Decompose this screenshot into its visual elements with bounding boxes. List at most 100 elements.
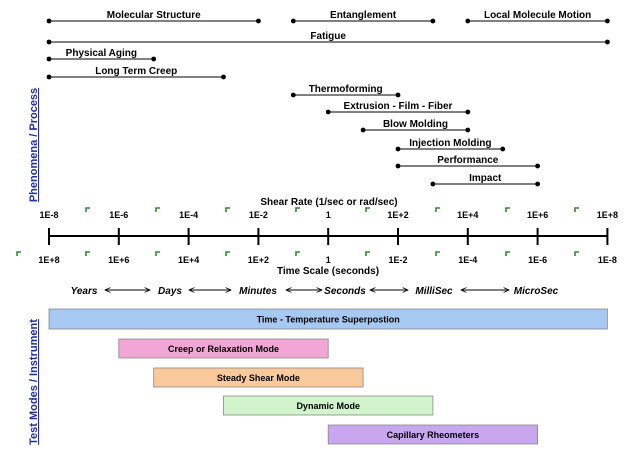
mode-capillary-rheometers-bar [327, 424, 539, 445]
side-label-phenomena: Phenomena / Process [28, 88, 40, 202]
phenomenon-injection-molding-label: Injection Molding [409, 138, 491, 149]
phenomenon-fatigue-start-dot [46, 39, 52, 45]
time-tick-label: 1E-8 [598, 255, 617, 265]
time-unit-days: Days [158, 286, 182, 297]
tick-marker [505, 207, 510, 212]
time-tick-label: 1E-6 [528, 255, 547, 265]
phenomenon-performance-label: Performance [437, 155, 499, 166]
tick-marker [295, 251, 300, 256]
tick-marker [295, 207, 300, 212]
phenomenon-entanglement-start-dot [290, 18, 296, 24]
phenomenon-performance-start-dot [395, 163, 401, 169]
phenomenon-injection-molding-start-dot [395, 146, 401, 152]
phenomenon-impact-label: Impact [469, 173, 502, 184]
time-units: Years Days Minutes Seconds MilliSec MicroSec [71, 286, 559, 297]
phenomenon-blow-molding-label: Blow Molding [383, 119, 448, 130]
phenomenon-molecular-structure-label: Molecular Structure [107, 10, 201, 21]
tick-markers [16, 207, 579, 256]
phenomenon-physical-aging-end-dot [151, 56, 157, 62]
phenomenon-local-molecule-motion-start-dot [465, 18, 471, 24]
mode-dynamic-mode-label: Dynamic Mode [296, 401, 360, 411]
tick-marker [505, 251, 510, 256]
tick-marker [225, 251, 230, 256]
time-tick-label: 1E+4 [178, 255, 199, 265]
phenomenon-fatigue-label: Fatigue [310, 31, 346, 42]
phenomenon-performance-end-dot [535, 163, 540, 169]
mode-creep-or-relaxation-mode-bar [118, 338, 329, 359]
shear-tick-labels: 1E-8 1E-6 1E-4 1E-2 1 1E+2 1E+4 1E+6 1E+8 [39, 210, 618, 220]
phenomenon-fatigue-end-dot [605, 39, 610, 45]
phenomenon-extrusion-film-fiber-end-dot [465, 109, 471, 115]
shear-tick-label: 1E-8 [39, 210, 58, 220]
mode-time-temperature-superpostion-label: Time - Temperature Superpostion [257, 315, 400, 325]
time-axis-title: Time Scale (seconds) [277, 266, 379, 277]
phenomenon-long-term-creep-start-dot [46, 74, 52, 80]
time-tick-label: 1E+6 [108, 255, 129, 265]
shear-tick-label: 1E+4 [457, 210, 478, 220]
phenomenon-blow-molding-start-dot [360, 127, 366, 133]
phenomenon-extrusion-film-fiber-label: Extrusion - Film - Fiber [344, 101, 453, 112]
shear-tick-label: 1E+8 [597, 210, 618, 220]
shear-tick-label: 1E-2 [249, 210, 268, 220]
phenomenon-physical-aging-label: Physical Aging [66, 48, 137, 59]
phenomenon-molecular-structure-start-dot [46, 18, 52, 24]
shear-tick-label: 1E+6 [527, 210, 548, 220]
time-tick-label: 1E+2 [248, 255, 269, 265]
mode-dynamic-mode-bar [223, 395, 434, 416]
axis-tick-marks [48, 228, 609, 245]
mode-steady-shear-mode-label: Steady Shear Mode [217, 373, 300, 383]
shear-tick-label: 1 [326, 210, 331, 220]
time-unit-years: Years [71, 286, 98, 297]
phenomenon-thermoforming-start-dot [290, 92, 296, 98]
mode-steady-shear-mode-bar [153, 367, 364, 388]
tick-marker [574, 251, 579, 256]
mode-time-temperature-superpostion-bar [48, 308, 608, 330]
tick-marker [155, 207, 160, 212]
tick-marker [16, 251, 21, 256]
tick-marker [85, 251, 90, 256]
time-unit-minutes: Minutes [239, 286, 277, 297]
tick-marker [365, 251, 370, 256]
phenomenon-local-molecule-motion-label: Local Molecule Motion [484, 10, 591, 21]
phenomenon-impact-start-dot [430, 181, 436, 187]
phenomenon-physical-aging-start-dot [46, 56, 52, 62]
phenomena-ranges: Molecular Structure Entanglement Local Mol… [46, 10, 610, 187]
mode-capillary-rheometers-label: Capillary Rheometers [387, 430, 480, 440]
phenomenon-long-term-creep-end-dot [221, 74, 226, 80]
tick-marker [85, 207, 90, 212]
phenomenon-blow-molding-end-dot [465, 127, 471, 133]
shear-tick-label: 1E-6 [109, 210, 128, 220]
time-unit-millisec: MilliSec [415, 286, 453, 297]
tick-marker [574, 207, 579, 212]
time-tick-label: 1 [326, 255, 331, 265]
shear-axis-title: Shear Rate (1/sec or rad/sec) [260, 197, 397, 208]
side-label-test-modes: Test Modes / Instrument [28, 319, 40, 445]
phenomenon-extrusion-film-fiber-start-dot [325, 109, 331, 115]
time-unit-seconds: Seconds [324, 286, 366, 297]
shear-tick-label: 1E-4 [179, 210, 198, 220]
time-unit-microsec: MicroSec [514, 286, 559, 297]
tick-marker [365, 207, 370, 212]
tick-marker [225, 207, 230, 212]
phenomenon-long-term-creep-label: Long Term Creep [95, 66, 177, 77]
phenomenon-local-molecule-motion-end-dot [605, 18, 610, 24]
time-tick-label: 1E-4 [458, 255, 477, 265]
phenomenon-thermoforming-label: Thermoforming [309, 84, 383, 95]
tick-marker [435, 207, 440, 212]
phenomenon-injection-molding-end-dot [500, 146, 506, 152]
phenomenon-molecular-structure-end-dot [256, 18, 261, 24]
tick-marker [155, 251, 160, 256]
phenomenon-entanglement-label: Entanglement [330, 10, 397, 21]
tick-marker [435, 251, 440, 256]
phenomenon-impact-end-dot [535, 181, 540, 187]
mode-creep-or-relaxation-mode-label: Creep or Relaxation Mode [168, 344, 279, 354]
phenomenon-entanglement-end-dot [430, 18, 436, 24]
time-tick-labels: 1E+8 1E+6 1E+4 1E+2 1 1E-2 1E-4 1E-6 1E-8 [38, 255, 617, 265]
time-tick-label: 1E-2 [388, 255, 407, 265]
shear-tick-label: 1E+2 [387, 210, 408, 220]
time-tick-label: 1E+8 [38, 255, 59, 265]
phenomenon-thermoforming-end-dot [395, 92, 401, 98]
